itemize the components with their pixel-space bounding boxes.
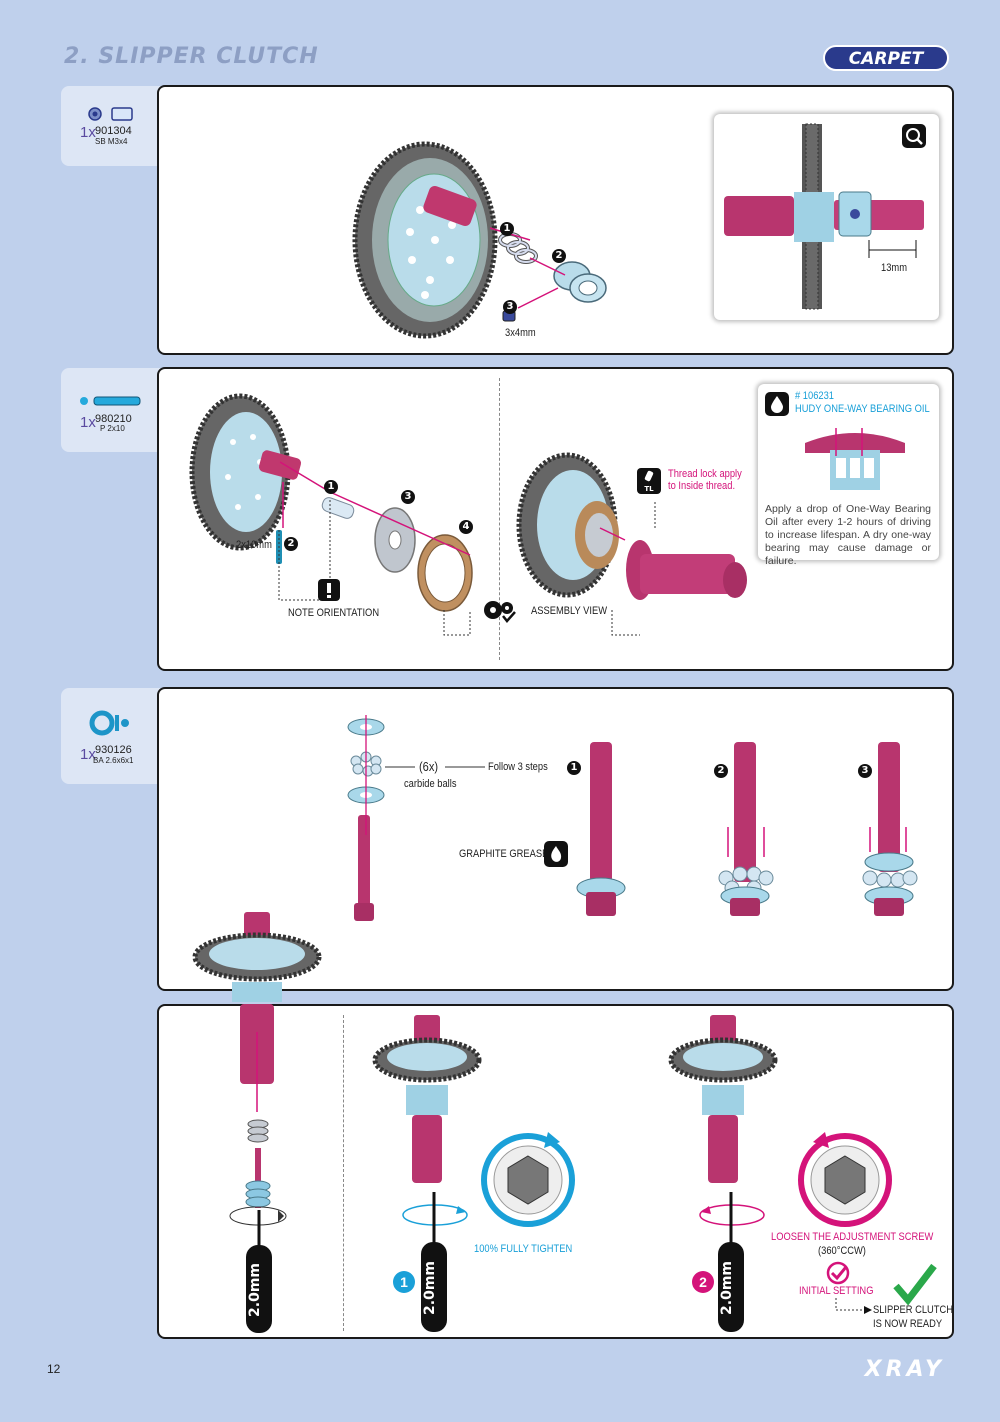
check-circle-icon (826, 1261, 850, 1285)
graphite-grease-label: GRAPHITE GREASE (459, 848, 549, 860)
initial-setting-label: INITIAL SETTING (799, 1285, 874, 1297)
step-number: 1 (324, 480, 338, 494)
magnifier-icon (902, 124, 926, 148)
spur-gear-illustration (352, 141, 498, 339)
grease-icon (544, 841, 568, 867)
oil-code: # 106231 (795, 390, 835, 402)
tool-size: 2.0mm (247, 1263, 263, 1317)
screw-size-label: 3x4mm (505, 327, 536, 339)
step-number: 2 (692, 1271, 714, 1293)
tool-size: 2.0mm (422, 1261, 438, 1315)
hex-driver-icon: 2.0mm (246, 1210, 272, 1333)
side-view-illustration (724, 123, 924, 310)
balls-label: carbide balls (404, 778, 457, 790)
slipper-pad-illustration (417, 534, 473, 612)
insert-illustration (321, 497, 355, 519)
washer-icon (88, 107, 133, 121)
thread-lock-icon: TL (637, 468, 661, 494)
part-980210: 1x (80, 414, 96, 431)
shaft-step2-illustration (718, 742, 774, 916)
xray-logo: XRAY (795, 1357, 950, 1382)
assembly-view-label: ASSEMBLY VIEW (531, 605, 608, 617)
divider (343, 1015, 344, 1331)
tighten-label: 100% FULLY TIGHTEN (474, 1243, 573, 1255)
ready-label-line2: IS NOW READY (873, 1318, 943, 1330)
divider (499, 378, 500, 660)
outdrive-illustration (599, 527, 747, 600)
hex-driver-icon: 2.0mm (718, 1192, 744, 1332)
ready-label-line1: SLIPPER CLUTCH (873, 1304, 954, 1316)
hex-socket-tighten-icon (481, 1132, 575, 1227)
shaft-step1-illustration (576, 742, 626, 916)
svg-text:TL: TL (644, 485, 654, 493)
step-number: 1 (393, 1271, 415, 1293)
step-number: 4 (459, 520, 473, 534)
spring-adjust-illustration (229, 1119, 287, 1226)
shaft-step3-illustration (862, 742, 918, 916)
parts-tab-1 (61, 86, 165, 166)
step-number: 2 (552, 249, 566, 263)
oil-name: HUDY ONE-WAY BEARING OIL (795, 403, 930, 415)
bearing-icon (89, 710, 129, 736)
part-code: 980210 (95, 413, 132, 425)
parts-tab-3 (61, 688, 165, 784)
page-number: 12 (47, 1362, 61, 1376)
gear-loosen-illustration (668, 1015, 778, 1183)
gear-top-view-illustration (192, 912, 322, 1112)
step-number: 2 (284, 537, 298, 551)
pin-icon (80, 396, 141, 406)
green-check-icon (893, 1263, 937, 1306)
part-code: 901304 (95, 125, 132, 137)
hex-driver-icon: 2.0mm (421, 1192, 447, 1332)
exploded-balls-illustration (347, 715, 385, 921)
tool-size: 2.0mm (719, 1261, 735, 1315)
pin-size-label: 2x10mm (236, 539, 272, 551)
hex-socket-loosen-icon (798, 1132, 892, 1227)
collar-illustration (553, 261, 607, 303)
oil-drop-icon (765, 392, 789, 416)
carpet-text: CARPET (849, 49, 925, 69)
warning-icon (318, 579, 340, 601)
plate-illustration (374, 507, 416, 573)
gap-label: 13mm (881, 262, 907, 274)
carpet-badge: CARPET (822, 44, 950, 72)
connector-arrow (835, 1298, 872, 1314)
part-901304: 1x (80, 124, 96, 141)
part-desc: BA 2.6x6x1 (93, 756, 134, 765)
bearing-illustration (805, 428, 905, 490)
ball-count: (6x) (419, 759, 439, 774)
note-orientation-label: NOTE ORIENTATION (288, 607, 380, 619)
gears-check-icon (484, 601, 516, 623)
bracket-lines (385, 766, 485, 768)
gear-tighten-illustration (372, 1015, 482, 1183)
step-number: 3 (858, 764, 872, 778)
part-desc: SB M3x4 (95, 137, 128, 146)
oil-description: Apply a drop of One-Way Bearing Oil afte… (765, 503, 931, 567)
gear-assembly-illustration (189, 393, 302, 551)
part-code: 930126 (95, 744, 132, 756)
arrow-line (489, 227, 566, 309)
step-number: 1 (500, 222, 514, 236)
step-number: 2 (714, 764, 728, 778)
degrees-label: (360°CCW) (818, 1245, 866, 1257)
part-930126: 1x (80, 746, 96, 763)
part-desc: P 2x10 (100, 424, 125, 433)
follow-steps-label: Follow 3 steps (488, 761, 548, 773)
xray-text: XRAY (863, 1357, 945, 1382)
thread-lock-label: Thread lock apply to Inside thread. (668, 468, 742, 492)
spring-illustration (498, 232, 538, 264)
step-number: 3 (401, 490, 415, 504)
section-title: 2. SLIPPER CLUTCH (64, 44, 319, 69)
parts-tab-2 (61, 368, 165, 452)
loosen-label: LOOSEN THE ADJUSTMENT SCREW (771, 1231, 934, 1243)
arrow-lines (278, 461, 656, 636)
assembled-gear-illustration (516, 452, 619, 598)
step-number: 1 (567, 761, 581, 775)
step-number: 3 (503, 300, 517, 314)
